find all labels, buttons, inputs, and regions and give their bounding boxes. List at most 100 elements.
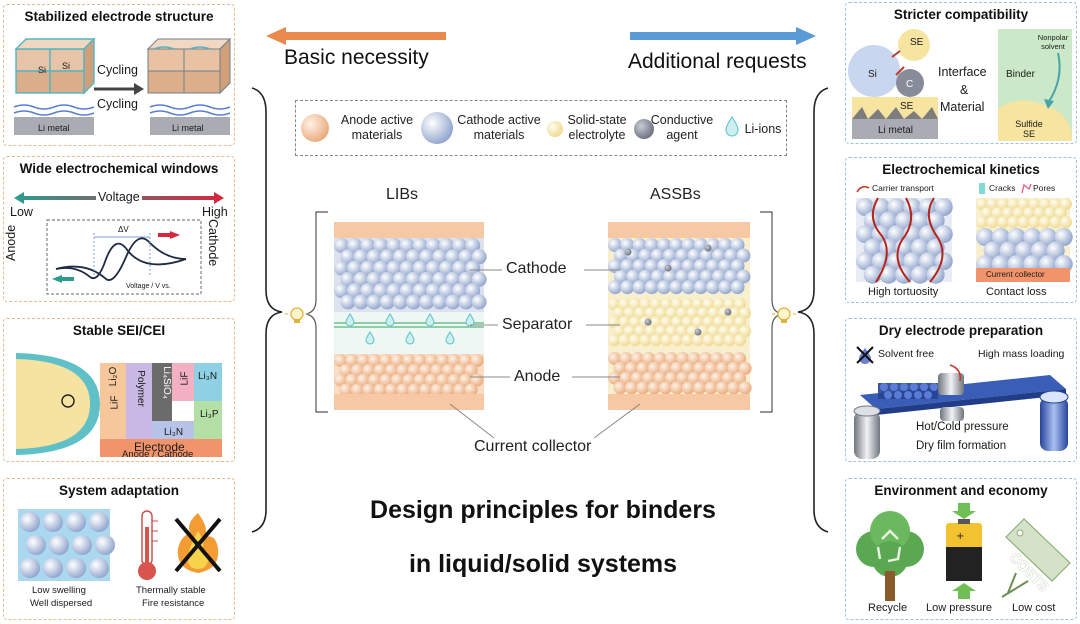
carrier-transport-label: Carrier transport: [872, 183, 934, 193]
anode-particle: [647, 381, 661, 395]
anode-particle: [681, 381, 695, 395]
electrolyte-particle: [718, 325, 731, 338]
cathode-particle: [718, 238, 733, 252]
panel-title: Stabilized electrode structure: [24, 9, 214, 24]
anode-particle: [407, 383, 421, 397]
anode-particle: [339, 363, 353, 377]
tortuosity-particle: [910, 265, 929, 284]
electrolyte-particle: [650, 316, 662, 329]
anode-particle: [642, 371, 656, 385]
cathode-particle: [366, 249, 382, 265]
contact-electrolyte-particle: [1018, 198, 1030, 210]
anode-particle: [464, 383, 478, 397]
cathode-particle: [412, 238, 428, 253]
electrolyte-particle: [676, 325, 689, 338]
electrolyte-particle: [702, 298, 715, 310]
cathode-particle: [620, 259, 635, 274]
electrolyte-particle: [618, 316, 631, 329]
cathode-particle: [406, 294, 421, 310]
cathode-particle: [638, 269, 653, 284]
anode-particle: [379, 373, 393, 387]
anode-particle: [693, 361, 707, 375]
electrolyte-particle: [618, 298, 631, 310]
anode-particle: [681, 361, 695, 375]
contact-electrolyte-particle: [991, 207, 1004, 220]
swelling-particle: [26, 535, 46, 555]
cathode-particle: [650, 248, 665, 263]
li3n-label-b: Li₃N: [164, 427, 184, 438]
tortuosity-particle: [895, 211, 914, 230]
cathode-particle: [730, 238, 745, 252]
electrolyte-particle: [608, 298, 620, 310]
panel-title: Stricter compatibility: [893, 7, 1029, 22]
anode-particle: [413, 373, 427, 387]
anode-particle: [425, 373, 438, 387]
cathode-particle: [392, 271, 408, 287]
anode-particle: [670, 381, 684, 395]
panel-environment-economy: Environment and economy + COSTS Recycle …: [845, 478, 1077, 620]
electrolyte-particle: [728, 325, 741, 338]
cathode-particle: [471, 294, 487, 310]
swelling-particle: [43, 512, 63, 532]
cathode-particle: [425, 260, 441, 276]
contact-cathode-particle: [999, 241, 1018, 260]
anode-particle: [373, 383, 387, 397]
anode-particle: [379, 354, 393, 367]
panel-wide-windows: Wide electrochemical windows Voltage Low…: [3, 156, 235, 302]
panel-title: Stable SEI/CEI: [72, 323, 166, 338]
interface-label: Interface: [938, 65, 987, 79]
contact-cathode-particle: [1015, 241, 1034, 260]
electrolyte-particle: [728, 307, 741, 320]
contact-cathode-particle: [991, 228, 1010, 246]
contact-electrolyte-particle: [1002, 207, 1015, 220]
cathode-particle: [718, 259, 733, 274]
cathode-particle: [366, 271, 382, 287]
cathode-particle: [419, 249, 435, 265]
nonpolar-solvent-label: Nonpolar solvent: [1037, 33, 1069, 51]
si-label: Si: [868, 69, 877, 80]
anode-particle: [356, 373, 370, 387]
electrolyte-particle: [650, 334, 662, 347]
cathode-particle: [379, 249, 395, 265]
cathode-particle: [347, 260, 363, 276]
electrolyte-particle: [671, 316, 683, 329]
contact-electrolyte-particle: [1039, 198, 1051, 210]
cathode-particle: [379, 271, 395, 287]
well-dispersed-label: Well dispersed: [30, 598, 93, 609]
cathode-particle: [347, 283, 363, 299]
main-title-line2: in liquid/solid systems: [408, 550, 678, 578]
cathode-particle: [379, 294, 395, 310]
tortuosity-particle: [919, 252, 937, 271]
anode-particle: [425, 354, 438, 367]
li-metal-label: Li metal: [878, 125, 914, 136]
contact-cathode-particle: [1023, 228, 1042, 246]
cathode-particle: [613, 269, 628, 284]
anode-particle: [345, 354, 359, 367]
electrolyte-particle: [676, 307, 689, 320]
anode-particle: [738, 361, 752, 375]
tortuosity-particle: [856, 252, 874, 271]
c-label: C: [906, 79, 914, 90]
tortuosity-particle: [856, 225, 874, 244]
cathode-particle: [693, 238, 708, 252]
lif-label-b: LiF: [179, 371, 191, 386]
anode-particle: [738, 381, 752, 395]
anode-particle: [345, 373, 359, 387]
legend-anode-label: Anode active materials: [340, 113, 414, 142]
cathode-particle: [644, 238, 659, 252]
sulfide-se-label: Sulfide SE: [1015, 119, 1043, 139]
anode-particle: [447, 373, 461, 387]
cathode-particle: [445, 271, 461, 287]
anode-particle: [733, 352, 747, 365]
legend-box: [295, 100, 787, 156]
cathode-particle: [669, 238, 684, 252]
cathode-particle: [386, 260, 402, 276]
anode-particle: [453, 383, 467, 397]
li-ion-drop-icon: [725, 116, 739, 137]
swelling-particle: [95, 535, 115, 555]
high-tortuosity-label: High tortuosity: [868, 286, 939, 298]
anode-particle: [727, 381, 741, 395]
legend-electrolyte-label: Solid-state electrolyte: [567, 113, 627, 142]
contact-cathode-particle: [1046, 241, 1065, 260]
cathode-particle: [458, 294, 474, 310]
